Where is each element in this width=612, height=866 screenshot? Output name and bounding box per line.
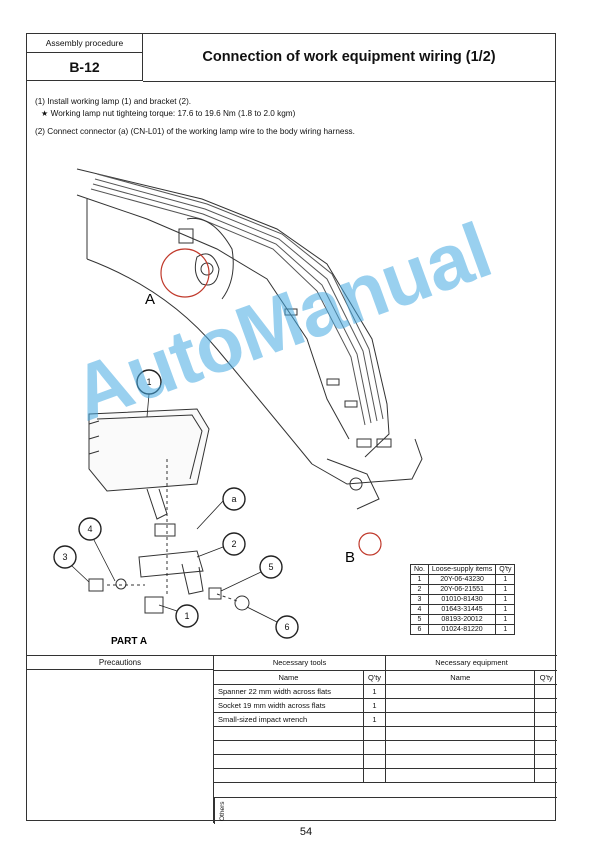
tools-name-header: Name [214,669,364,685]
callout-4: 4 [87,524,92,534]
page-title: Connection of work equipment wiring (1/2… [143,34,555,82]
table-row [214,767,557,783]
tool-name: Spanner 22 mm width across flats [214,683,364,699]
supply-col-item: Loose-supply items [427,564,497,575]
callout-5: 5 [268,562,273,572]
header-box: Assembly procedure B-12 [27,34,143,81]
table-row [214,725,557,741]
tool-qty: 1 [362,683,387,699]
label-a: A [145,291,155,308]
equipment-name-header: Name [385,669,536,685]
supply-col-no: No. [410,564,429,575]
table-row [214,753,557,769]
callout-3: 3 [62,552,67,562]
supply-no: 2 [410,584,429,595]
supply-col-qty: Q'ty [495,564,516,575]
requirements-section: Precautions Necessary tools Necessary eq… [27,655,557,824]
step-2: (2) Connect connector (a) (CN-L01) of th… [35,127,355,136]
tool-name: Socket 19 mm width across flats [214,697,364,713]
supply-header-row: No. Loose-supply items Q'ty [410,564,516,575]
callout-1-bottom: 1 [184,611,189,621]
tool-qty: 1 [362,711,387,727]
label-b: B [345,549,355,566]
tool-qty: 1 [362,697,387,713]
supply-item: 01024-81220 [427,624,497,635]
supply-qty: 1 [495,604,516,615]
table-row [214,739,557,755]
supply-qty: 1 [495,624,516,635]
callout-6: 6 [284,622,289,632]
callout-a: a [231,494,236,504]
precautions-body [27,670,214,823]
supply-qty: 1 [495,574,516,585]
equipment-header: Necessary equipment [385,656,557,671]
supply-item: 01643-31445 [427,604,497,615]
step-1-torque: ★ Working lamp nut tighteing torque: 17.… [41,109,296,118]
assembly-illustration: A B [53,168,423,647]
tool-name: Small-sized impact wrench [214,711,364,727]
others-row: Others [214,797,557,824]
supply-item: 01010-81430 [427,594,497,605]
supply-no: 3 [410,594,429,605]
supply-qty: 1 [495,594,516,605]
page-number: 54 [299,826,313,838]
page-frame: Assembly procedure B-12 Connection of wo… [26,33,557,824]
supply-qty: 1 [495,614,516,625]
tools-equipment-table: Necessary tools Necessary equipment Name… [214,656,557,783]
supply-qty: 1 [495,584,516,595]
callout-1-top: 1 [146,377,151,387]
equipment-qty-header: Q'ty [534,669,557,685]
header-label: Assembly procedure [27,34,142,53]
supply-no: 4 [410,604,429,615]
supply-item: 08193-20012 [427,614,497,625]
tools-qty-header: Q'ty [362,669,387,685]
precautions-header: Precautions [27,656,214,670]
supply-item: 20Y-06-21551 [427,584,497,595]
supply-no: 1 [410,574,429,585]
step-1: (1) Install working lamp (1) and bracket… [35,97,192,106]
callout-2: 2 [231,539,236,549]
tools-header: Necessary tools [214,656,387,671]
supply-item: 20Y-06-43230 [427,574,497,585]
part-a-label: PART A [111,636,147,647]
supply-no: 5 [410,614,429,625]
others-label: Others [214,798,230,824]
procedure-code: B-12 [69,59,100,75]
supply-no: 6 [410,624,429,635]
